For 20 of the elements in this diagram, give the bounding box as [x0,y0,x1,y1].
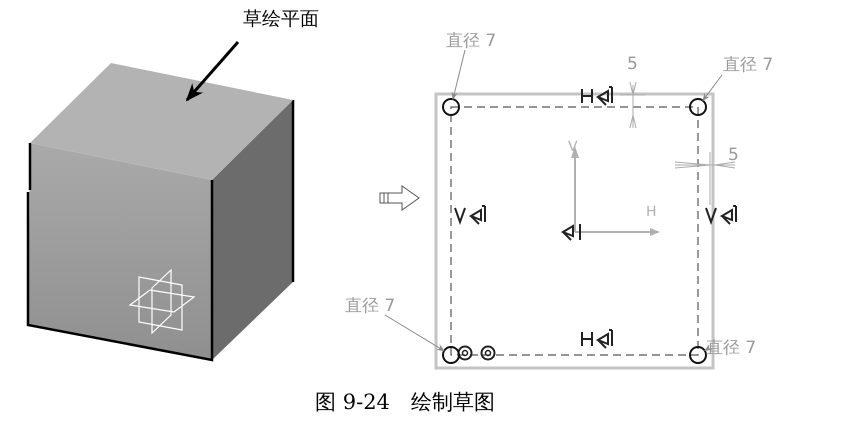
leader-line [704,344,713,352]
hole-circle [442,346,460,364]
hole-circle [442,98,460,116]
leader-line [702,74,722,102]
leader-line [384,314,445,352]
leader-line [452,50,466,100]
dimension-text: 5 [728,147,739,164]
arrow [186,41,240,102]
dimension-text: 直径 7 [706,340,756,357]
dimension-text: 直径 7 [723,57,774,74]
top-face [30,63,293,180]
dimension-text: 直径 7 [446,33,496,50]
callout-text: 草绘平面 [243,10,319,29]
figure-caption: 图 9-24 绘制草图 [315,390,495,414]
axis-label: V [568,140,578,154]
dimension-text: 直径 7 [345,298,396,315]
dimension-text: 5 [627,56,638,73]
hole-circle [689,98,707,116]
hole-circle [689,346,707,364]
axis-label: H [646,205,657,219]
